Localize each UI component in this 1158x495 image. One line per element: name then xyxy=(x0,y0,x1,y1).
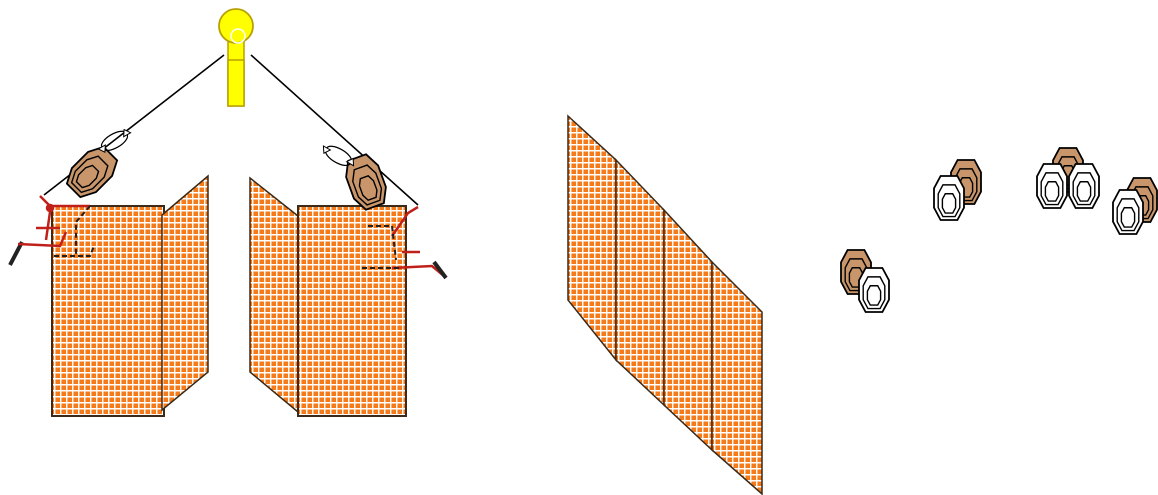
silhouette-target-icon xyxy=(1036,163,1068,209)
target-group-3 xyxy=(1036,147,1100,209)
mesh-panel-side-left xyxy=(161,174,209,412)
mesh-panel-front-left xyxy=(51,205,165,417)
silhouette-target-icon xyxy=(345,153,387,211)
target-group-1 xyxy=(840,249,890,313)
wire-right xyxy=(250,54,419,206)
lamp-icon xyxy=(218,8,254,107)
mesh-panel-side-right xyxy=(249,176,299,414)
silhouette-target-icon xyxy=(1068,163,1100,209)
swinging-target-setup xyxy=(8,8,448,417)
mesh-panel-1 xyxy=(567,114,617,363)
clamp-arm-left xyxy=(8,195,95,266)
target-groups xyxy=(840,147,1158,313)
silhouette-target-icon xyxy=(65,145,119,199)
mesh-panel-4 xyxy=(711,260,763,495)
hanging-target-left xyxy=(65,145,119,199)
target-group-2 xyxy=(933,159,982,221)
clamp-arm-right xyxy=(362,205,448,280)
silhouette-target-icon xyxy=(858,267,890,313)
silhouette-target-icon xyxy=(1112,189,1144,235)
mesh-panel-2 xyxy=(615,158,665,407)
rotate-arrow-icon xyxy=(97,128,132,153)
silhouette-target-icon xyxy=(933,175,965,221)
rotate-arrow-icon xyxy=(322,145,355,167)
target-group-4 xyxy=(1112,177,1158,235)
mesh-wall-row xyxy=(567,114,763,495)
hanging-target-right xyxy=(345,153,387,211)
mesh-panel-3 xyxy=(663,208,713,452)
mesh-panel-front-right xyxy=(297,205,407,417)
